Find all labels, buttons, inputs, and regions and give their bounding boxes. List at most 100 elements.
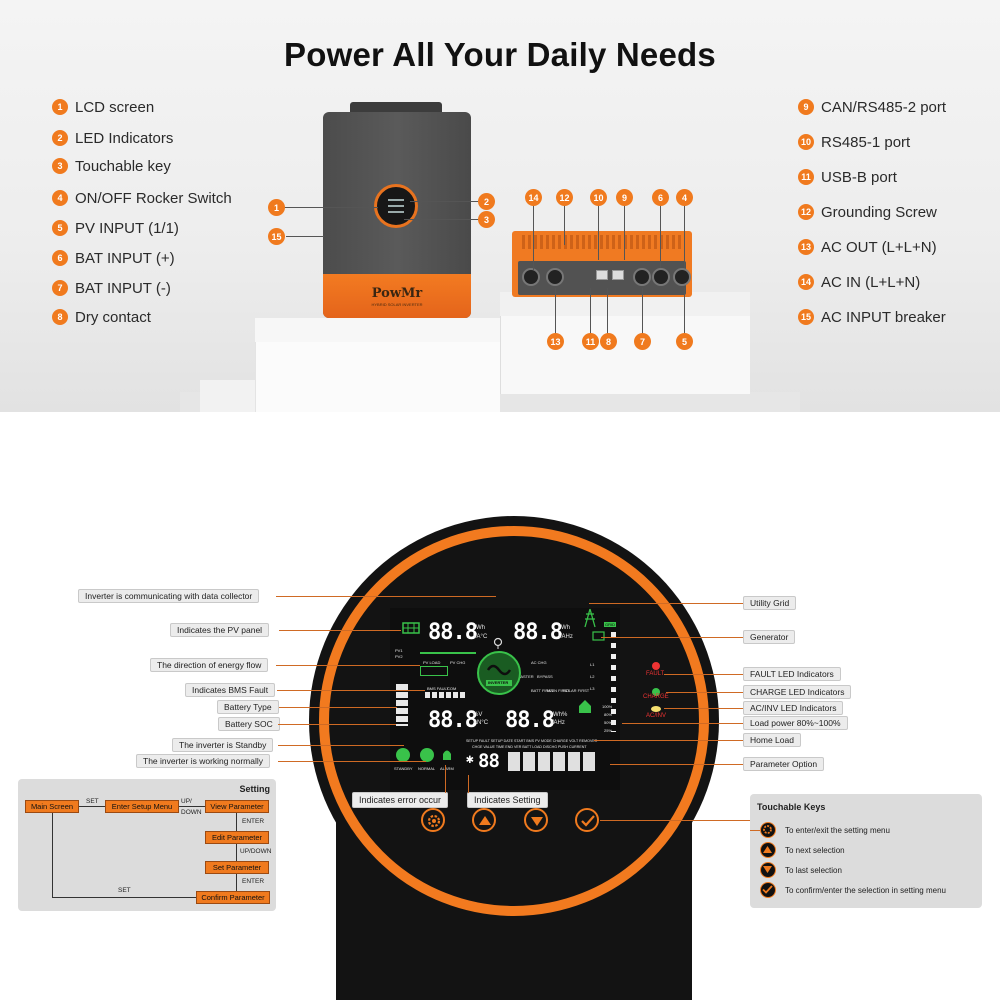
callout-line [590, 288, 591, 334]
lcd-param-matrix [508, 752, 598, 771]
label-fault-led: FAULT LED Indicators [743, 667, 841, 681]
feature-number: 1 [52, 99, 68, 115]
feature-number: 9 [798, 99, 814, 115]
lcd-unit: kWh [558, 625, 570, 631]
pedestal-front-left [255, 342, 500, 412]
feature-number: 11 [798, 169, 814, 185]
up-key[interactable] [472, 808, 496, 832]
callout-badge: 7 [634, 333, 651, 350]
callout-line [286, 236, 324, 237]
feature-text: CAN/RS485-2 port [821, 98, 947, 116]
callout-badge: 2 [478, 193, 495, 210]
feature-number: 3 [52, 158, 68, 174]
label-home-load: Home Load [743, 733, 801, 747]
energy-flow-line [420, 652, 476, 654]
label-charge-led: CHARGE LED Indicators [743, 685, 852, 699]
feature-text: AC INPUT breaker [821, 308, 946, 326]
lcd-batt-first: BATT FIRST [531, 688, 554, 693]
lcd-ac-chg: AC CHG [531, 660, 547, 665]
triangle-up-icon [760, 842, 776, 858]
callout-line [410, 201, 485, 202]
leader-line [610, 764, 743, 765]
label-battery-type: Battery Type [217, 700, 279, 714]
lcd-pct-25: 25% [604, 728, 613, 733]
acinv-led-label: AC/INV [646, 713, 667, 719]
label-communication: Inverter is communicating with data coll… [78, 589, 260, 603]
flow-main-screen: Main Screen [25, 800, 79, 813]
lcd-unit: kWh [473, 625, 485, 631]
normal-icon [420, 748, 434, 762]
label-energy-flow: The direction of energy flow [150, 658, 269, 672]
flow-arrow [236, 874, 237, 891]
setting-title: Setting [239, 784, 271, 794]
lcd-unit: VAHz [558, 634, 573, 640]
lcd-normal: NORMAL [418, 766, 436, 771]
feature-number: 12 [798, 204, 814, 220]
down-key[interactable] [524, 808, 548, 832]
lcd-seg-mid-left: 88.8 [428, 708, 478, 733]
lcd-seg-top-right: 88.8 [513, 620, 563, 645]
callout-badge: 14 [525, 189, 542, 206]
feature-text: PV INPUT (1/1) [75, 219, 179, 237]
leader-line [601, 637, 743, 638]
flow-arrow [236, 844, 237, 861]
leader-line [664, 674, 743, 675]
callout-line [624, 205, 625, 260]
acinv-led-icon [651, 706, 661, 712]
confirm-key[interactable] [575, 808, 599, 832]
flow-label-enter: ENTER [242, 818, 265, 825]
key-legend-text: To enter/exit the setting menu [785, 825, 890, 835]
ac-out-port [546, 268, 564, 286]
label-bms-fault: Indicates BMS Fault [185, 683, 276, 697]
feature-item: 12 Grounding Screw [798, 201, 937, 223]
key-legend-row: To next selection [760, 842, 845, 858]
flow-label-updown: UP/DOWN [240, 848, 272, 855]
checkmark-icon [760, 882, 776, 898]
feature-text: RS485-1 port [821, 133, 911, 151]
callout-badge: 12 [556, 189, 573, 206]
flow-arrow [179, 806, 205, 807]
energy-flow-box [420, 666, 448, 676]
label-pv-panel: Indicates the PV panel [170, 623, 270, 637]
key-legend-row: To confirm/enter the selection in settin… [760, 882, 946, 898]
leader-line [276, 665, 420, 666]
can-port [612, 270, 624, 280]
leader-line [622, 723, 743, 724]
lcd-bypass: BYPASS [537, 674, 553, 679]
callout-badge: 9 [616, 189, 633, 206]
triangle-down-icon [760, 862, 776, 878]
leader-line [594, 740, 743, 741]
flow-edit-param: Edit Parameter [205, 831, 269, 844]
flow-label-enter: ENTER [242, 878, 265, 885]
lcd-unit: VAHz [550, 720, 565, 726]
label-setting: Indicates Setting [467, 792, 548, 808]
key-legend-text: To last selection [785, 865, 842, 875]
communication-icon [493, 637, 503, 649]
lcd-pv1: PV1 [395, 648, 403, 653]
pv-panel-icon [402, 622, 420, 634]
lcd-master: MASTER [517, 674, 534, 679]
lcd-l2: L2 [590, 674, 595, 679]
feature-text: USB-B port [821, 168, 897, 186]
lcd-pct-100: 100% [602, 704, 613, 709]
callout-badge: 11 [582, 333, 599, 350]
lcd-unit: AN°C [473, 720, 489, 726]
setting-key[interactable] [421, 808, 445, 832]
callout-line [607, 288, 608, 334]
label-acinv-led: AC/INV LED Indicators [743, 701, 844, 715]
lcd-unit: kWh% [550, 712, 568, 718]
charge-led-label: CHARGE [643, 694, 669, 700]
generator-icon [592, 631, 605, 641]
pedestal-step [200, 380, 260, 412]
feature-text: AC IN (L+L+N) [821, 273, 921, 291]
feature-text: Grounding Screw [821, 203, 937, 221]
lcd-seg-mid-right: 88.8 [505, 708, 555, 733]
label-parameter-option: Parameter Option [743, 757, 825, 771]
pedestal-top-left [255, 318, 500, 342]
